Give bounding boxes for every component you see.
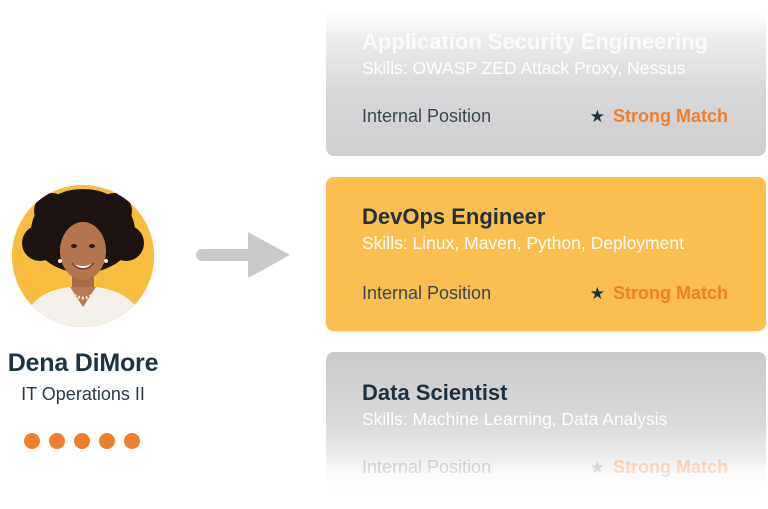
job-title: DevOps Engineer — [362, 204, 546, 229]
dot — [74, 433, 90, 449]
dot — [124, 433, 140, 449]
job-skills: Skills: Machine Learning, Data Analysis — [362, 409, 668, 429]
job-type: Internal Position — [362, 457, 492, 477]
avatar — [12, 185, 154, 327]
match-badge: ★ Strong Match — [590, 457, 728, 478]
job-title: Application Security Engineering — [362, 29, 708, 54]
star-icon: ★ — [589, 107, 605, 126]
dot — [49, 433, 65, 449]
dot — [24, 433, 40, 449]
job-card-data-scientist[interactable]: Data Scientist Skills: Machine Learning,… — [326, 352, 766, 509]
job-type: Internal Position — [362, 106, 492, 126]
job-title: Data Scientist — [362, 380, 508, 405]
progress-dots — [24, 433, 140, 449]
match-badge: ★ Strong Match — [590, 106, 728, 127]
star-icon: ★ — [589, 458, 605, 477]
dot — [99, 433, 115, 449]
job-card-devops-engineer[interactable]: DevOps Engineer Skills: Linux, Maven, Py… — [326, 177, 766, 331]
job-skills: Skills: OWASP ZED Attack Proxy, Nessus — [362, 58, 686, 78]
match-label: Strong Match — [613, 457, 728, 477]
match-badge: ★ Strong Match — [590, 283, 728, 304]
profile-name: Dena DiMore — [7, 349, 159, 377]
arrow-right-icon — [196, 230, 292, 280]
job-type: Internal Position — [362, 283, 492, 303]
match-label: Strong Match — [613, 283, 728, 303]
job-card-application-security[interactable]: Application Security Engineering Skills:… — [326, 0, 766, 156]
person-avatar-icon — [12, 185, 154, 327]
match-label: Strong Match — [613, 106, 728, 126]
star-icon: ★ — [589, 284, 605, 303]
profile-role: IT Operations II — [21, 384, 145, 404]
job-skills: Skills: Linux, Maven, Python, Deployment — [362, 233, 684, 253]
